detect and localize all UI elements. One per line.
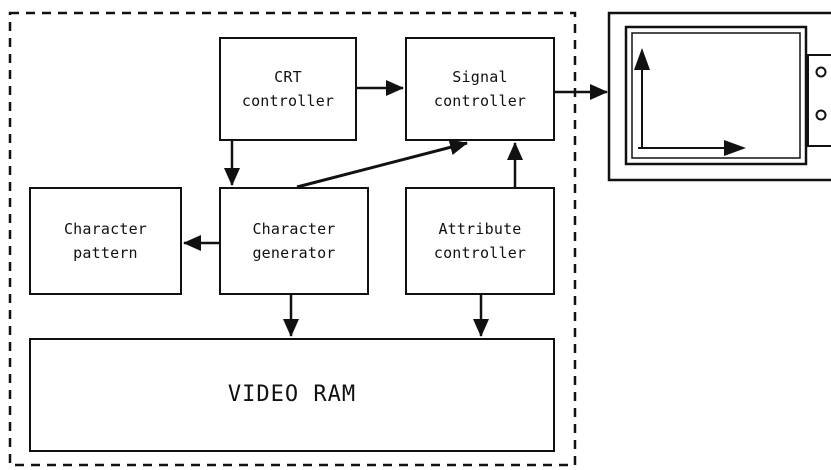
- attribute-controller-label: Attribute controller: [433, 220, 527, 262]
- crt-controller-label: CRT controller: [241, 68, 335, 110]
- video-ram-block: VIDEO RAM: [29, 338, 555, 452]
- character-generator-block: Character generator: [219, 187, 369, 295]
- character-pattern-label: Character pattern: [63, 220, 148, 262]
- signal-controller-block: Signal controller: [405, 37, 555, 141]
- character-pattern-block: Character pattern: [29, 187, 182, 295]
- monitor-knob-top: [815, 66, 827, 78]
- arrow-chargen-to-signal: [296, 139, 468, 189]
- video-card-boundary: [8, 11, 577, 467]
- character-generator-label: Character generator: [252, 220, 336, 262]
- monitor-vertical-axis-arrowhead: [634, 48, 650, 70]
- crt-controller-block: CRT controller: [219, 37, 357, 141]
- signal-controller-label: Signal controller: [433, 68, 527, 110]
- monitor-knob-panel: [807, 54, 831, 147]
- attribute-controller-block: Attribute controller: [405, 187, 555, 295]
- video-ram-label: VIDEO RAM: [227, 382, 357, 407]
- monitor-screen: [631, 32, 801, 159]
- monitor-knob-bottom: [815, 109, 827, 121]
- monitor-horizontal-axis-arrowhead: [724, 140, 746, 156]
- monitor: [607, 11, 831, 182]
